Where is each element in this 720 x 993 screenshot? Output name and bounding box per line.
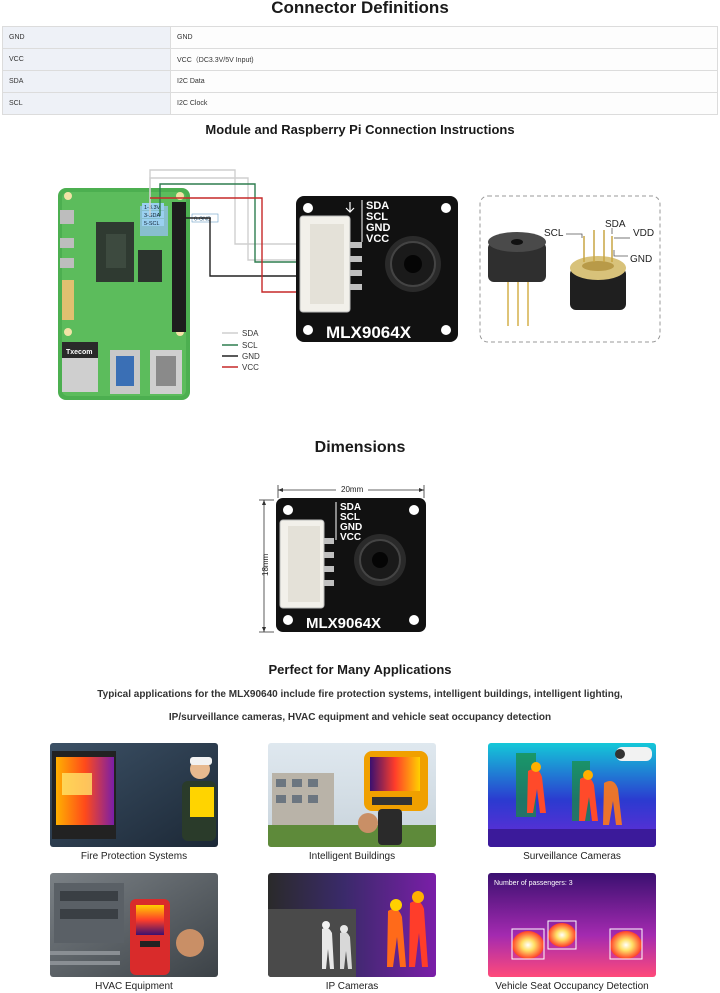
connector-table: GND GND VCC VCC（DC3.3V/5V Input) SDA I2C… <box>2 26 718 115</box>
dim-pin-gnd: GND <box>340 522 362 533</box>
occupancy-overlay-text: Number of passengers: 3 <box>494 880 573 887</box>
app-image-intelligent-buildings <box>268 743 436 847</box>
connector-definitions-title: Connector Definitions <box>271 0 449 17</box>
table-row: SDA I2C Data <box>2 70 718 93</box>
raspberry-pi-board: Txecom 1-3.3V 3-SDA 5-SCL 6-GND <box>58 188 219 400</box>
module-pin-gnd: GND <box>366 222 391 234</box>
app-caption: Intelligent Buildings <box>308 851 396 862</box>
app-caption: HVAC Equipment <box>95 981 173 992</box>
table-row: VCC VCC（DC3.3V/5V Input) <box>2 48 718 71</box>
legend-sda: SDA <box>242 329 259 338</box>
mlx-module: SDA SCL GND VCC MLX9064X <box>296 196 458 342</box>
table-row: SCL I2C Clock <box>2 92 718 115</box>
dimensions-title: Dimensions <box>314 439 406 456</box>
app-card-fire-protection: Fire Protection Systems <box>50 743 218 862</box>
width-label: 20mm <box>341 485 364 494</box>
pin-name: VCC <box>2 48 171 71</box>
pi-label-sda: 3-SDA <box>144 213 161 219</box>
app-caption: Fire Protection Systems <box>80 851 188 862</box>
applications-description-line2: IP/surveillance cameras, HVAC equipment … <box>168 712 552 723</box>
wires <box>149 169 300 293</box>
app-caption: Vehicle Seat Occupancy Detection <box>495 981 649 992</box>
pi-chip-label: Txecom <box>66 349 92 356</box>
legend-scl: SCL <box>242 341 258 350</box>
dim-pin-scl: SCL <box>340 512 360 523</box>
sensor-pin-vdd: VDD <box>633 228 654 239</box>
pin-name: SDA <box>2 70 171 93</box>
app-image-vehicle-seat-occupancy: Number of passengers: 3 <box>488 873 656 977</box>
app-card-vehicle-seat-occupancy: Number of passengers: 3 Vehicle Seat Occ… <box>488 873 656 992</box>
pin-description: GND <box>170 26 718 49</box>
app-image-surveillance-cameras <box>488 743 656 847</box>
app-card-surveillance-cameras: Surveillance Cameras <box>488 743 656 862</box>
applications-title: Perfect for Many Applications <box>268 662 452 677</box>
module-pin-scl: SCL <box>366 211 388 223</box>
pin-description: I2C Data <box>170 70 718 93</box>
module-pin-vcc: VCC <box>366 233 389 245</box>
legend-vcc: VCC <box>242 363 259 372</box>
dim-module-name: MLX9064X <box>306 615 381 632</box>
app-card-intelligent-buildings: Intelligent Buildings <box>268 743 436 862</box>
pi-label-gnd: 6-GND <box>194 217 211 223</box>
dim-pin-sda: SDA <box>340 502 361 513</box>
app-card-hvac-equipment: HVAC Equipment <box>50 873 218 992</box>
module-name: MLX9064X <box>326 323 412 342</box>
dim-pin-vcc: VCC <box>340 532 361 543</box>
applications-description-line1: Typical applications for the MLX90640 in… <box>97 689 623 700</box>
sensor-pin-sda: SDA <box>605 219 626 230</box>
pin-name: SCL <box>2 92 171 115</box>
app-caption: Surveillance Cameras <box>523 851 621 862</box>
module-connection-title: Module and Raspberry Pi Connection Instr… <box>205 122 515 137</box>
table-row: GND GND <box>2 26 718 49</box>
dimensions-diagram: 20mm 18mm SDA SCL GND VCC MLX9064X <box>259 484 426 633</box>
app-image-ip-cameras <box>268 873 436 977</box>
pi-label-scl: 5-SCL <box>144 221 160 227</box>
height-label: 18mm <box>261 553 270 576</box>
sensor-pin-gnd: GND <box>630 254 652 265</box>
dimension-module: SDA SCL GND VCC MLX9064X <box>276 498 426 632</box>
wire-legend: SDA SCL GND VCC <box>222 329 260 372</box>
app-card-ip-cameras: IP Cameras <box>268 873 436 992</box>
app-image-fire-protection <box>50 743 218 847</box>
sensor-panel: SCL SDA VDD GND <box>479 195 661 343</box>
app-image-hvac-equipment <box>50 873 218 977</box>
module-pin-sda: SDA <box>366 200 389 212</box>
pin-name: GND <box>2 26 171 49</box>
pi-label-3v3: 1-3.3V <box>144 205 161 211</box>
pin-description: I2C Clock <box>170 92 718 115</box>
sensor-pin-scl: SCL <box>544 228 564 239</box>
app-caption: IP Cameras <box>325 981 379 992</box>
legend-gnd: GND <box>242 352 260 361</box>
pin-description: VCC（DC3.3V/5V Input) <box>170 48 718 71</box>
wiring-diagram: Txecom 1-3.3V 3-SDA 5-SCL 6-GND SDA SCL … <box>58 169 661 400</box>
